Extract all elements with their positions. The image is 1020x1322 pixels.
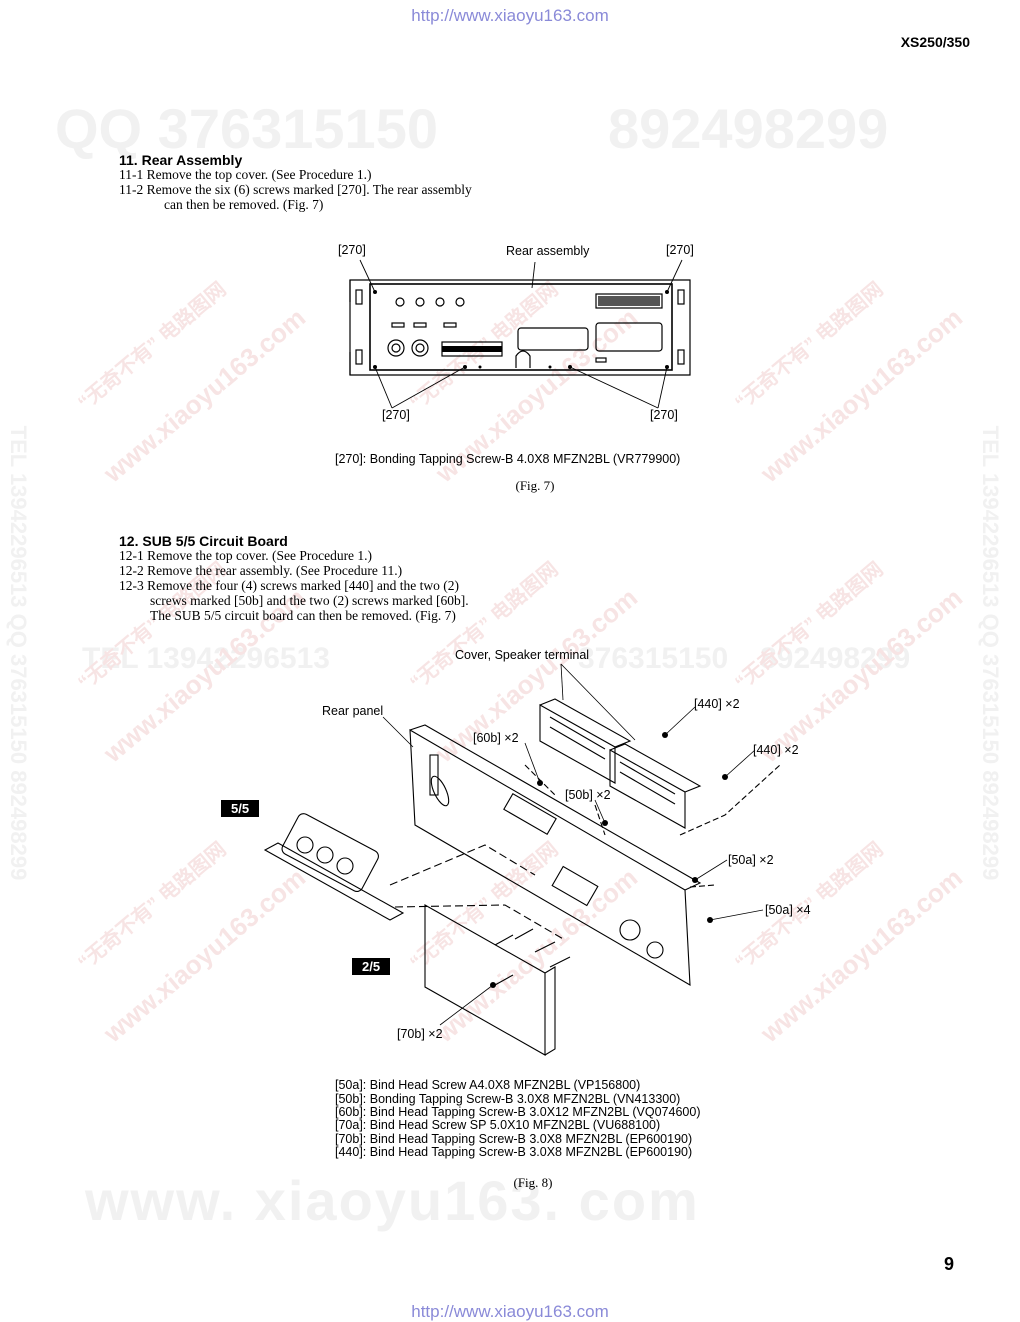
fig7-label-270-top-left: [270] [338,243,366,257]
fig7-caption: (Fig. 7) [515,478,555,493]
fig8-note-60b: [60b]: Bind Head Tapping Screw-B 3.0X12 … [335,1105,701,1119]
step-11-2: 11-2 Remove the six (6) screws marked [2… [119,182,472,197]
fig8-label-rear-panel: Rear panel [322,704,384,718]
watermark-side-left: TEL 13942296513 QQ 376315150 892498299 [6,425,31,881]
step-12-1: 12-1 Remove the top cover. (See Procedur… [119,548,373,563]
fig8-label-cover-speaker-terminal: Cover, Speaker terminal [455,648,590,662]
fig8-note-440: [440]: Bind Head Tapping Screw-B 3.0X8 M… [335,1145,693,1159]
page-number: 9 [943,1254,954,1274]
fig8-label-440-b: [440] ×2 [753,743,799,757]
rear-assembly-diagram [349,259,691,409]
watermark-qq-mid-2: 892498299 [760,642,911,675]
fig7-label-270-bottom-left: [270] [382,408,410,422]
fig8-note-70a: [70a]: Bind Head Screw SP 5.0X10 MFZN2BL… [335,1118,661,1132]
fig8-label-60b: [60b] ×2 [473,731,519,745]
fig8-note-70b: [70b]: Bind Head Tapping Screw-B 3.0X8 M… [335,1132,693,1146]
sub-board-exploded-diagram [263,663,781,1056]
step-11-2-cont: can then be removed. (Fig. 7) [164,197,324,212]
fig7-label-rear-assembly: Rear assembly [506,244,590,258]
watermark-diag-site: www.xiaoyu163.com [97,302,312,489]
watermark-diag-site: www.xiaoyu163.com [754,302,969,489]
watermark-qq: QQ 376315150 [55,97,438,160]
fig7-label-270-top-right: [270] [666,243,694,257]
fig7-screw-note: [270]: Bonding Tapping Screw-B 4.0X8 MFZ… [335,452,681,466]
step-11-1: 11-1 Remove the top cover. (See Procedur… [119,167,372,182]
step-12-3-cont2: The SUB 5/5 circuit board can then be re… [150,608,456,623]
header-url-link[interactable]: http://www.xiaoyu163.com [411,6,609,25]
fig8-note-50a: [50a]: Bind Head Screw A4.0X8 MFZN2BL (V… [335,1078,641,1092]
watermark-site-bottom: www. xiaoyu163. com [85,1169,700,1232]
step-12-3: 12-3 Remove the four (4) screws marked [… [119,578,460,593]
fig8-label-70b: [70b] ×2 [397,1027,443,1041]
watermark-qq-2: 892498299 [608,97,889,160]
fig7-label-270-bottom-right: [270] [650,408,678,422]
fig8-caption: (Fig. 8) [513,1175,553,1190]
fig8-label-50a-x2: [50a] ×2 [728,853,774,867]
model-number: XS250/350 [900,34,970,50]
fig8-label-50b: [50b] ×2 [565,788,611,802]
fig8-label-50a-x4: [50a] ×4 [765,903,811,917]
footer-url-link[interactable]: http://www.xiaoyu163.com [411,1302,609,1321]
fig8-note-50b: [50b]: Bonding Tapping Screw-B 3.0X8 MFZ… [335,1092,681,1106]
section-12-title: 12. SUB 5/5 Circuit Board [119,533,288,549]
watermark-tel: TEL 13942296513 [82,642,330,675]
section-11-title: 11. Rear Assembly [119,152,243,168]
step-12-2: 12-2 Remove the rear assembly. (See Proc… [119,563,403,578]
board-tag-5-5: 5/5 [221,800,260,817]
fig8-label-440-a: [440] ×2 [694,697,740,711]
board-tag-2-5: 2/5 [352,958,391,975]
watermark-side-right: TEL 13942296513 QQ 376315150 892498299 [978,425,1003,881]
watermark-qq-mid: 376315150 [578,642,729,675]
step-12-3-cont: screws marked [50b] and the two (2) scre… [150,593,469,608]
